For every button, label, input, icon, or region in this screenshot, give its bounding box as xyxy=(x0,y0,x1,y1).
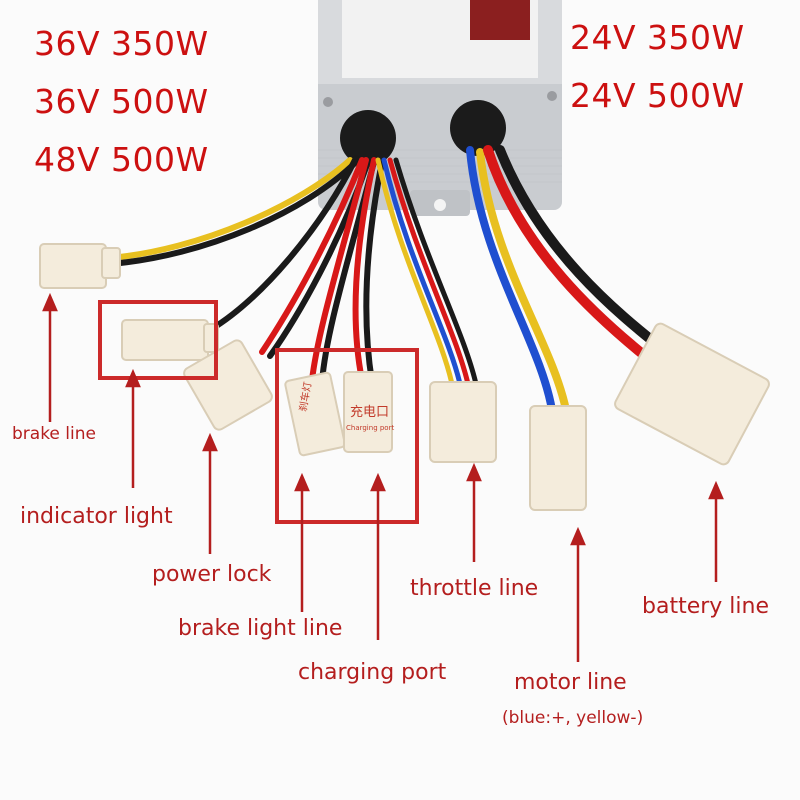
charging-tag-en: Charging port xyxy=(346,424,394,432)
spec-line-2: 36V 500W xyxy=(34,82,209,121)
spec-line-1: 36V 350W xyxy=(34,24,209,63)
throttle-connector xyxy=(429,381,497,463)
brake-line-label: brake line xyxy=(12,424,96,444)
throttle-line-label: throttle line xyxy=(410,576,539,601)
power-lock-connector xyxy=(183,339,273,431)
motor-polarity-label: (blue:+, yellow-) xyxy=(502,708,644,728)
battery-connector xyxy=(614,322,770,466)
brake-charging-highlight-box xyxy=(275,348,419,524)
spec-line-4: 24V 350W xyxy=(570,18,745,57)
charging-port-label: charging port xyxy=(298,660,447,685)
connectors xyxy=(39,243,770,511)
brake-light-line-label: brake light line xyxy=(178,616,343,641)
indicator-light-connector xyxy=(121,319,209,361)
charging-tag: 充电口 xyxy=(350,404,389,420)
battery-line-label: battery line xyxy=(642,594,769,619)
spec-line-3: 48V 500W xyxy=(34,140,209,179)
power-lock-label: power lock xyxy=(152,562,272,587)
pointer-arrows xyxy=(42,292,724,662)
motor-connector xyxy=(529,405,587,511)
indicator-light-label: indicator light xyxy=(20,504,173,529)
brake-light-connector xyxy=(284,371,346,457)
indicator-highlight-box xyxy=(98,300,218,380)
charging-port-connector xyxy=(343,371,393,453)
controller-box xyxy=(318,0,562,216)
brake-line-connector xyxy=(39,243,107,289)
spec-line-5: 24V 500W xyxy=(570,76,745,115)
wire-harness xyxy=(107,145,669,414)
motor-line-label: motor line xyxy=(514,670,627,695)
highlight-boxes xyxy=(98,300,419,524)
